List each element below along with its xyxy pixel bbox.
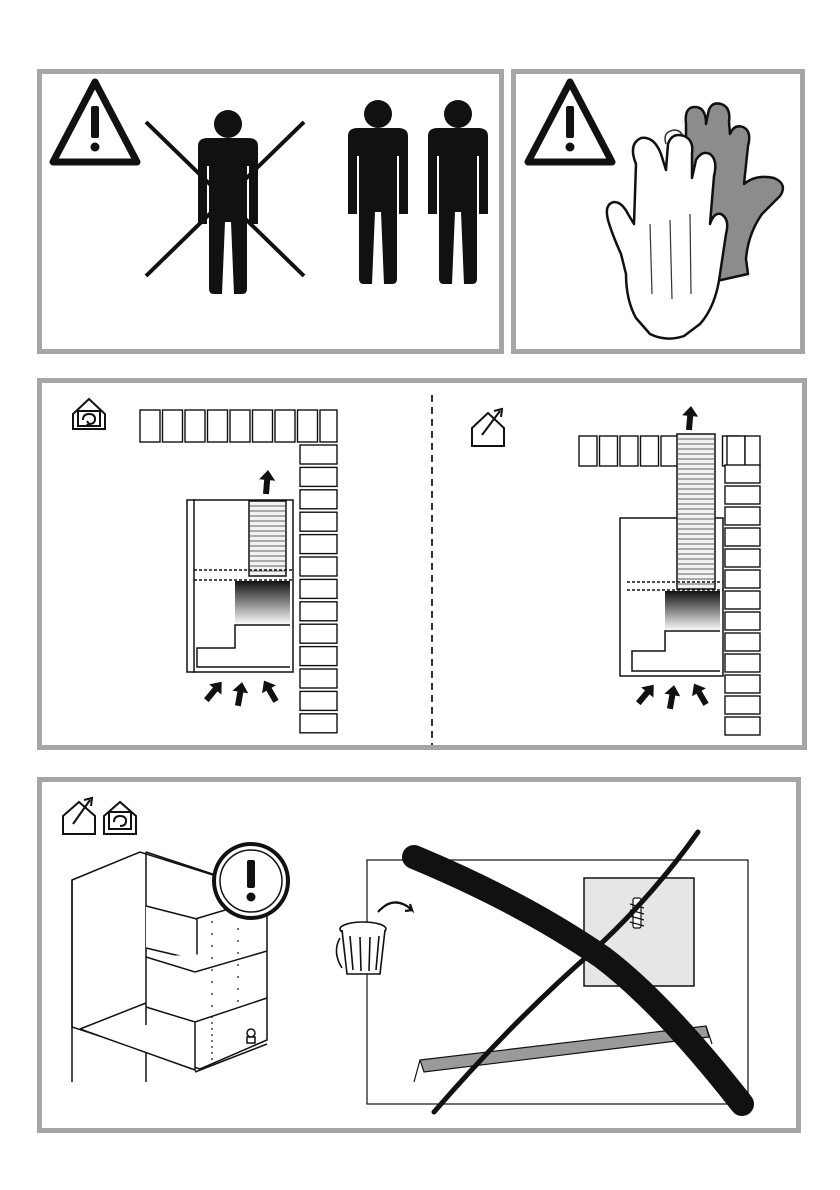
recirculation-mode-icon bbox=[73, 399, 105, 429]
brick bbox=[725, 549, 760, 567]
brick bbox=[275, 410, 295, 442]
airflow-arrow-icon bbox=[257, 677, 283, 706]
brick bbox=[727, 436, 745, 466]
brick bbox=[300, 714, 337, 733]
brick bbox=[300, 579, 337, 598]
installation-modes-illustration bbox=[42, 383, 812, 755]
brick bbox=[725, 465, 760, 483]
recirculation-mode-icon bbox=[104, 802, 136, 834]
extraction-mode-icon bbox=[472, 409, 504, 446]
brick bbox=[725, 717, 760, 735]
brick bbox=[300, 647, 337, 666]
airflow-arrow-icon bbox=[200, 677, 228, 706]
brick bbox=[641, 436, 659, 466]
brick bbox=[300, 467, 337, 486]
brick bbox=[300, 490, 337, 509]
brick bbox=[725, 654, 760, 672]
brick bbox=[300, 602, 337, 621]
brick bbox=[725, 507, 760, 525]
airflow-arrow-icon bbox=[681, 405, 699, 430]
brick bbox=[725, 528, 760, 546]
brick bbox=[300, 557, 337, 576]
brick bbox=[300, 691, 337, 710]
two-persons-icon bbox=[348, 100, 488, 284]
brick bbox=[208, 410, 228, 442]
gloves-warning-panel bbox=[511, 69, 805, 354]
brick bbox=[298, 410, 318, 442]
brick bbox=[300, 512, 337, 531]
brick bbox=[579, 436, 597, 466]
brick bbox=[300, 624, 337, 643]
attention-exclamation-icon bbox=[214, 844, 288, 918]
brick bbox=[300, 445, 337, 464]
brick bbox=[620, 436, 638, 466]
two-person-illustration bbox=[42, 74, 509, 359]
airflow-arrow-icon bbox=[632, 680, 660, 709]
brick bbox=[320, 410, 337, 442]
brick bbox=[253, 410, 273, 442]
brick bbox=[725, 612, 760, 630]
hinge-screw-icon bbox=[247, 1029, 255, 1043]
brick bbox=[163, 410, 183, 442]
installation-modes-panel bbox=[37, 378, 807, 750]
brick bbox=[185, 410, 205, 442]
airflow-arrow-icon bbox=[230, 681, 250, 707]
brick bbox=[300, 669, 337, 688]
gloves-illustration bbox=[516, 74, 810, 359]
brick bbox=[600, 436, 618, 466]
extraction-mode-icon bbox=[63, 798, 95, 834]
brick bbox=[230, 410, 250, 442]
brick bbox=[745, 436, 760, 466]
airflow-arrow-icon bbox=[258, 469, 276, 494]
hood-extraction bbox=[620, 434, 723, 676]
cabinet-panel bbox=[37, 777, 801, 1133]
airflow-arrow-icon bbox=[662, 684, 682, 710]
warning-triangle-icon bbox=[53, 82, 137, 162]
work-gloves-icon bbox=[607, 103, 783, 338]
brick bbox=[140, 410, 160, 442]
crossed-single-person-icon bbox=[146, 110, 304, 294]
brick bbox=[725, 675, 760, 693]
brick bbox=[725, 591, 760, 609]
airflow-arrow-icon bbox=[687, 680, 713, 709]
two-person-warning-panel bbox=[37, 69, 504, 354]
brick bbox=[725, 570, 760, 588]
brick bbox=[725, 486, 760, 504]
brick bbox=[725, 633, 760, 651]
brick bbox=[300, 535, 337, 554]
warning-triangle-icon bbox=[528, 82, 612, 162]
brick bbox=[725, 696, 760, 714]
cabinet-illustration bbox=[42, 782, 806, 1138]
